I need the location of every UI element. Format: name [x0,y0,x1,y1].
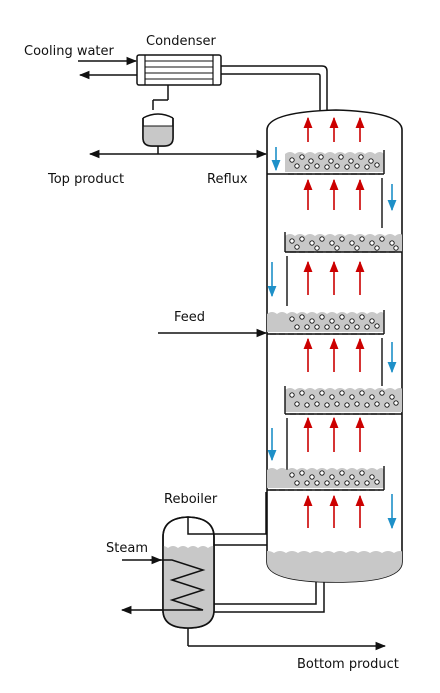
bottom-product-label: Bottom product [297,657,399,672]
reboiler-liquid [163,546,214,628]
feed-label: Feed [174,310,205,325]
column-sump-liquid [267,551,402,582]
condenser-label: Condenser [146,34,217,49]
vapor-arrows [303,116,365,528]
liquid-arrows [267,147,397,530]
reboiler [150,516,215,629]
reboiler-label: Reboiler [164,492,218,507]
heating-coil [150,559,206,611]
reboiler-vapor-return [187,492,267,535]
reflux-drum [142,113,174,147]
steam-label: Steam [106,541,148,556]
cooling-water-label: Cooling water [24,44,115,59]
top-product-label: Top product [47,172,124,187]
column-bottom-to-reboiler [214,582,325,613]
tray-5 [267,466,385,491]
overhead-vapor-pipe [221,65,328,112]
tray-dashes [270,173,398,491]
reflux-label: Reflux [207,172,248,187]
condenser [136,54,222,86]
distillation-column [266,109,403,583]
tray-bubbles [289,154,399,486]
condenser-shell [136,54,222,86]
